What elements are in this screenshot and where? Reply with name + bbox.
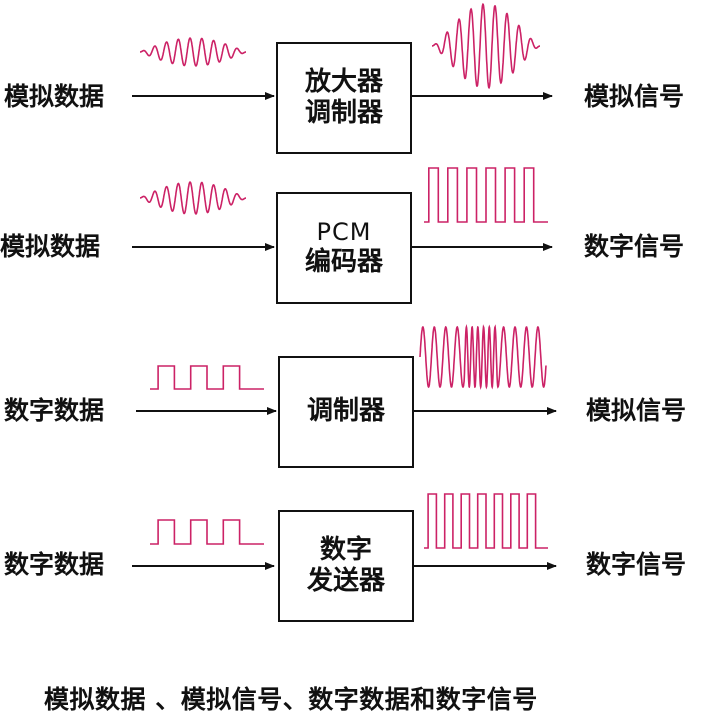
row4-block-line-1: 数字: [319, 534, 372, 565]
row4-output-label: 数字信号: [586, 550, 687, 579]
row4-block-digital-transmitter: 数字 发送器: [278, 510, 414, 622]
row2-input-label: 模拟数据: [0, 232, 101, 261]
row3-input-wave-icon: [150, 365, 264, 390]
row2-block-pcm-encoder: PCM 编码器: [276, 192, 412, 304]
row3-block-modulator: 调制器: [278, 356, 414, 468]
row3-block-line-1: 调制器: [306, 396, 385, 427]
row2-block-line-2: 编码器: [304, 246, 383, 277]
row4-block-line-2: 发送器: [306, 566, 385, 596]
row1-block-line-1: 放大器: [304, 66, 383, 97]
row3-input-label: 数字数据: [4, 396, 105, 425]
row2-output-label: 数字信号: [584, 232, 685, 261]
row3-output-wave-icon: [419, 324, 547, 390]
row2-block-line-1: PCM: [316, 218, 372, 246]
row2-output-wave-icon: [424, 167, 548, 223]
figure-caption: 模拟数据 、模拟信号、数字数据和数字信号: [44, 685, 538, 714]
row4-input-wave-icon: [150, 519, 264, 545]
row2-input-wave-icon: [139, 181, 247, 215]
row1-input-label: 模拟数据: [4, 82, 105, 111]
row1-input-wave-icon: [139, 37, 247, 67]
row1-output-label: 模拟信号: [584, 82, 685, 111]
row1-output-wave-icon: [432, 2, 540, 90]
row1-block-line-2: 调制器: [304, 98, 383, 128]
row4-output-wave-icon: [424, 493, 548, 549]
row3-output-label: 模拟信号: [586, 396, 687, 425]
row1-block-amplifier-modulator: 放大器 调制器: [276, 42, 412, 154]
row4-input-label: 数字数据: [4, 550, 105, 579]
